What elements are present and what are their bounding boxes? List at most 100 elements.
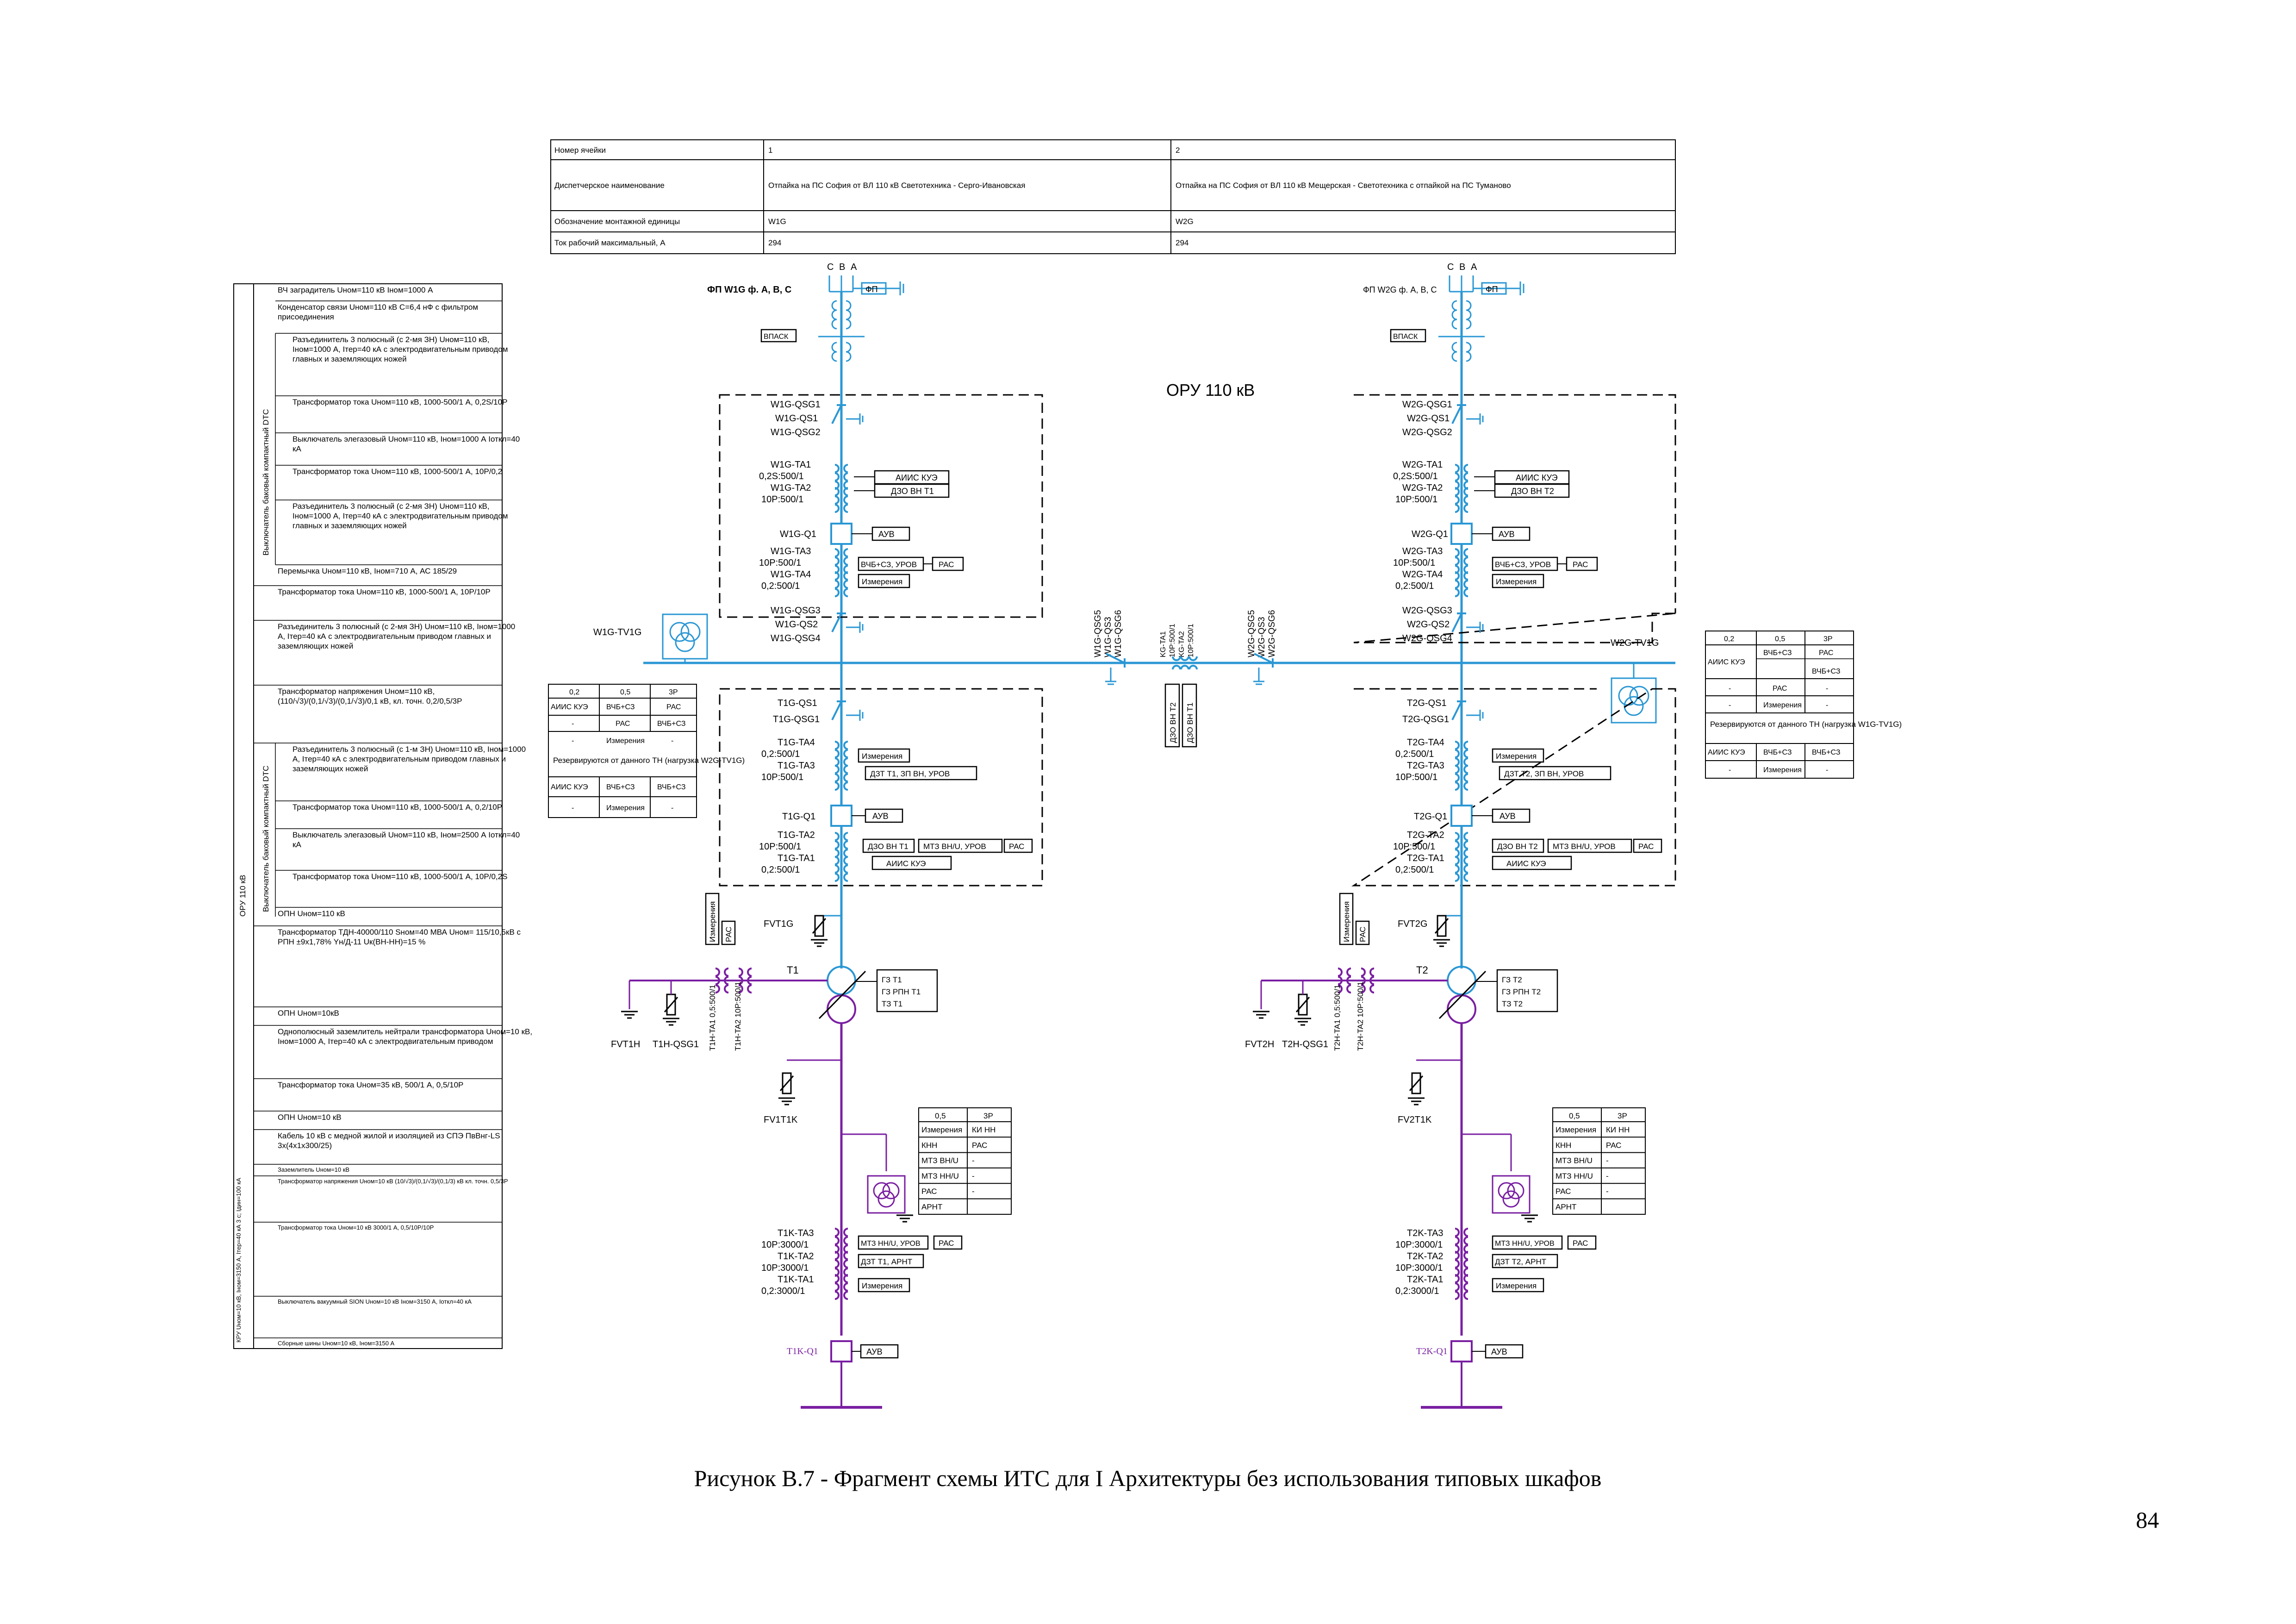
t1k-q1-label: T1K-Q1 [787, 1346, 818, 1356]
t2-gz-label: ГЗ Т2 [1502, 975, 1522, 984]
right-lv-cell: - [1606, 1156, 1609, 1165]
t2-hv-winding-icon [1447, 966, 1476, 995]
t2k-dzt-label: ДЗТ Т2, АРНТ [1495, 1257, 1546, 1266]
legend-group1-label: Выключатель баковый компактный DTC [261, 409, 270, 556]
t1g-ta4-label: T1G-TA4 [778, 737, 815, 748]
w2g-qs1-label: W2G-QS1 [1407, 413, 1450, 424]
fv1t1k-ground-icon [778, 1097, 796, 1106]
w1g-tv-label: W1G-TV1G [593, 627, 641, 637]
tv-table-left-r2c0: - [572, 720, 574, 728]
t1g-ta3-ratio: 10P:500/1 [761, 772, 803, 782]
w1g-q1-breaker-icon [830, 523, 852, 545]
header-dispatch-1: Отпайка на ПС София от ВЛ 110 кВ Светоте… [768, 181, 1025, 190]
w1g-qs1-disconnector-icon [831, 404, 864, 425]
w1g-vch-label: ВЧБ+СЗ, УРОВ [861, 560, 917, 569]
t2k-ta2-label: T2K-TA2 [1407, 1251, 1444, 1262]
t2k-mtznn-label: МТЗ НН/U, УРОВ [1495, 1240, 1555, 1248]
w2g-ta3-label: W2G-TA3 [1402, 546, 1443, 556]
t2k-ta2-ratio: 10P:3000/1 [1395, 1263, 1443, 1273]
feeder-w1g: C B A ФП W1G ф. А, В, С ФП ВПАСК W1G-QSG… [548, 262, 1043, 1409]
w2g-ta1-label: W2G-TA1 [1402, 460, 1443, 470]
w2g-qs1-disconnector-icon [1451, 404, 1484, 425]
tv-table-right-r1c0: АИИС КУЭ [1708, 658, 1745, 666]
phase-label-c: C [827, 262, 834, 272]
legend-row-text: Трансформатор напряжения Uном=10 кВ (10/… [278, 1178, 508, 1185]
bridge-dzo2-label: ДЗО ВН Т2 [1169, 702, 1177, 743]
t2g-mtz-label: МТЗ ВН/U, УРОВ [1553, 842, 1616, 851]
tv-table-left-note: Резервируются от данного ТН (нагрузка W2… [553, 756, 745, 765]
w2g-q1-label: W2G-Q1 [1412, 529, 1448, 539]
bridge-dzo1-label: ДЗО ВН Т1 [1186, 702, 1195, 743]
t2k-auv-label: АУВ [1491, 1347, 1507, 1356]
legend-row-text: Конденсатор связи Uном=110 кВ С=6,4 нФ с… [278, 303, 478, 321]
t1k-ta2-ratio: 10P:3000/1 [761, 1263, 809, 1273]
legend-row-text: Трансформатор ТДН-40000/110 Sном=40 МВА … [278, 928, 521, 946]
fvt1g-ground-icon [810, 939, 828, 947]
fvt1h-ground-icon [620, 1011, 639, 1019]
t2g-dzovn-label: ДЗО ВН Т2 [1497, 842, 1538, 851]
t2k-ta1-ratio: 0,2:3000/1 [1395, 1286, 1439, 1296]
w1g-qs2-disconnector-icon [831, 612, 864, 634]
t1g-ta4-ratio: 0,2:500/1 [761, 749, 800, 759]
w2g-dzo-label: ДЗО ВН Т2 [1511, 487, 1554, 496]
tv-table-left-r5c2: - [671, 804, 673, 812]
header-current-1: 294 [768, 238, 781, 247]
tv-table-right: 0,2 0,5 3Р АИИС КУЭ ВЧБ+СЗ РАС ВЧБ+СЗ - … [1705, 631, 1902, 779]
bridge-qsg5b-label: W2G-QSG5 [1247, 610, 1257, 657]
r-phase-label-c: C [1447, 262, 1454, 272]
right-lv-cell: Измерения [1556, 1125, 1596, 1134]
oru-title: ОРУ 110 кВ [1166, 381, 1255, 400]
t2k-ras-label: РАС [1573, 1239, 1588, 1248]
tv-table-right-r5c1: Измерения [1763, 766, 1802, 774]
t1g-ta1-label: T1G-TA1 [778, 853, 815, 863]
fv1t1k-label: FV1T1K [764, 1115, 798, 1125]
fvt2h-ground-icon [1252, 1011, 1270, 1019]
t1-tz-label: ТЗ Т1 [882, 999, 902, 1008]
t1h-ta1-label: T1H-TA1 0,5:500/1 [708, 985, 717, 1051]
cell-w1g-upper-box [719, 394, 1043, 618]
w2g-ta4-ratio: 0,2:500/1 [1395, 581, 1434, 591]
tv-table-left-r1c1: ВЧБ+СЗ [606, 703, 635, 711]
bridge-qs3a-icon [1104, 653, 1126, 685]
right-lv-cell: - [1606, 1172, 1609, 1181]
left-lv-cell: РАС [972, 1141, 987, 1149]
vpask-label: ВПАСК [764, 333, 789, 341]
w2g-ta2-label: W2G-TA2 [1402, 483, 1443, 493]
cell-t1g-box [719, 688, 1043, 887]
left-lv-cell: КНН [921, 1141, 937, 1149]
t1-label: T1 [787, 964, 799, 976]
w1g-q1-label: W1G-Q1 [780, 529, 816, 539]
t1k-ta3-label: T1K-TA3 [778, 1228, 814, 1238]
tv-table-right-r4c1: ВЧБ+СЗ [1763, 749, 1792, 756]
w2g-qs2-label: W2G-QS2 [1407, 619, 1450, 630]
t1k-tv-ground-icon [896, 1214, 914, 1223]
fv2t1k-label: FV2T1K [1398, 1115, 1432, 1125]
tv-table-right-r5c2: - [1826, 766, 1828, 774]
t1g-auv-label: АУВ [872, 812, 889, 821]
legend-row-text: Выключатель вакуумный SION Uном=10 кВ Iн… [278, 1298, 472, 1305]
tv-table-right-r1c2: РАС [1819, 649, 1833, 657]
t1k-mtznn-label: МТЗ НН/U, УРОВ [861, 1240, 921, 1248]
w1g-qsg1-label: W1G-QSG1 [771, 400, 821, 410]
fvt2g-arrester-icon [1434, 915, 1449, 937]
fvt1g-izm-label: Измерения [708, 901, 717, 942]
tv-table-right-r3c0: - [1729, 685, 1731, 693]
t1k-ta2-label: T1K-TA2 [778, 1251, 814, 1262]
header-current-2: 294 [1176, 238, 1188, 247]
t2k-ta1-label: T2K-TA1 [1407, 1274, 1444, 1285]
fvt2h-label: FVT2H [1245, 1039, 1274, 1049]
t1g-q1-breaker-icon [830, 805, 852, 827]
t2g-qs1-label: T2G-QS1 [1407, 698, 1447, 708]
t2-gzrpn-label: ГЗ РПН Т2 [1502, 987, 1541, 996]
legend-row-text: Разъединитель 3 полюсный (с 2-мя ЗН) Uно… [278, 622, 515, 650]
fvt1g-arrester-icon [812, 915, 827, 937]
w2g-izm-label: Измерения [1496, 577, 1537, 586]
tv-table-right-r5c0: - [1729, 766, 1731, 774]
t1k-izm-label: Измерения [862, 1281, 902, 1290]
right-lv-cell: - [1606, 1187, 1609, 1196]
tv-table-left-r3c0: - [572, 737, 574, 745]
legend-row-text: Трансформатор тока Uном=110 кВ, 1000-500… [292, 872, 507, 881]
bridge-qs3a-label: W1G-QS3 [1103, 617, 1113, 657]
t1k-tv-icon [867, 1175, 906, 1214]
w1g-izm-label: Измерения [862, 577, 902, 586]
